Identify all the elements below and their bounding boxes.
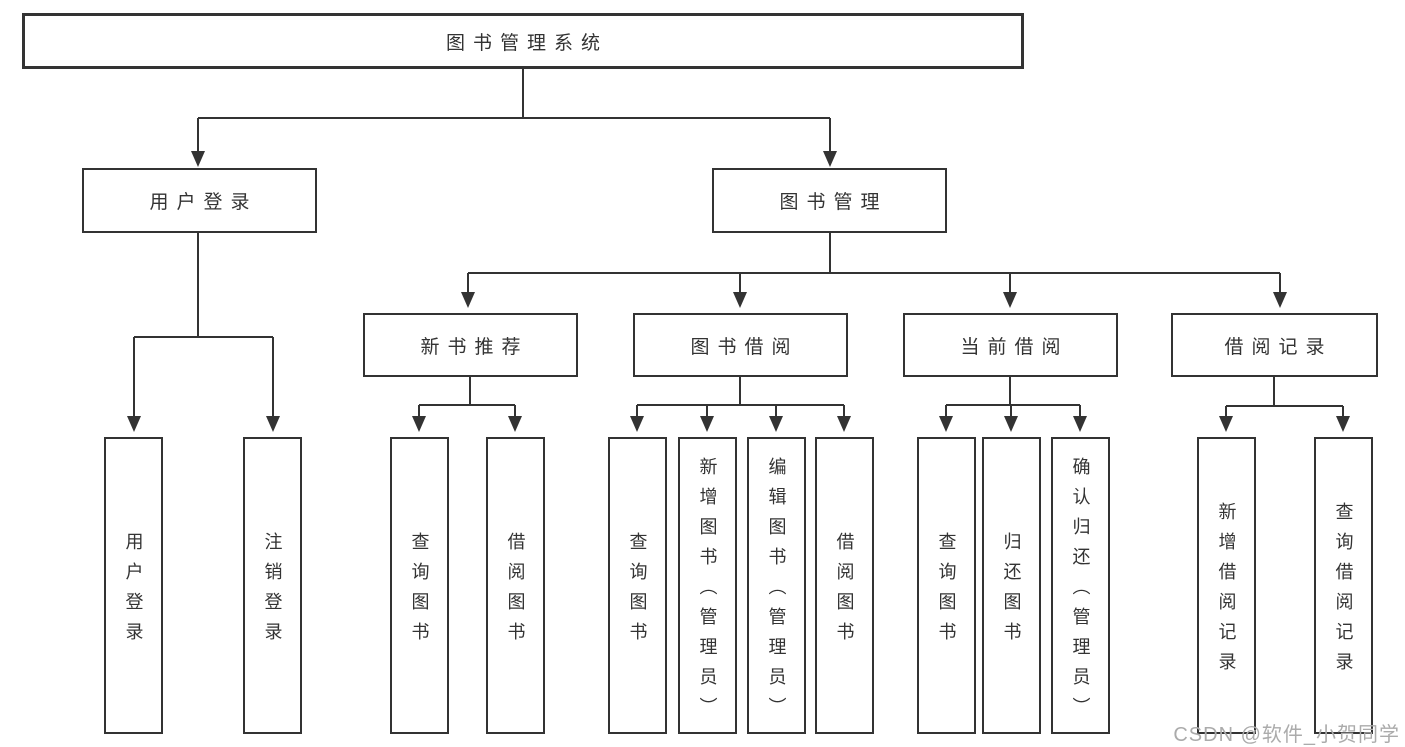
leaf-confirm-return-admin: 确认归还（管理员） [1051, 437, 1110, 734]
node-new-book-recommendation: 新书推荐 [363, 313, 578, 377]
leaf-label: 注销登录 [262, 531, 283, 652]
leaf-return-books: 归还图书 [982, 437, 1041, 734]
watermark: CSDN @软件_小贺同学 [1173, 724, 1400, 746]
leaf-label: 新增图书（管理员） [697, 456, 718, 727]
leaf-borrow-books: 借阅图书 [815, 437, 874, 734]
connector-userlogin-to-leaves [133, 233, 274, 421]
connector-current-to-leaves [945, 377, 1081, 421]
node-label: 图书管理 [779, 192, 888, 213]
node-user-login: 用户登录 [82, 168, 317, 233]
leaf-label: 用户登录 [123, 531, 144, 652]
connector-root-to-level2 [197, 69, 831, 156]
node-label: 用户登录 [149, 192, 258, 213]
node-label: 当前借阅 [960, 336, 1069, 358]
leaf-label: 归还图书 [1001, 531, 1022, 652]
leaf-add-books-admin: 新增图书（管理员） [678, 437, 737, 734]
leaf-query-books-newrec: 查询图书 [390, 437, 449, 734]
connector-borrow-to-leaves [636, 377, 845, 421]
leaf-edit-books-admin: 编辑图书（管理员） [747, 437, 806, 734]
leaf-label: 查询借阅记录 [1333, 501, 1354, 682]
leaf-label: 新增借阅记录 [1216, 501, 1237, 682]
connector-bookmgmt-to-level3 [467, 233, 1281, 297]
leaf-label: 确认归还（管理员） [1070, 456, 1091, 727]
node-library-management-system: 图书管理系统 [22, 13, 1024, 69]
leaf-add-borrow-record: 新增借阅记录 [1197, 437, 1256, 734]
leaf-label: 编辑图书（管理员） [766, 456, 787, 727]
connector-newbook-to-leaves [418, 377, 516, 421]
leaf-query-books-current: 查询图书 [917, 437, 976, 734]
node-current-borrowing: 当前借阅 [903, 313, 1118, 377]
node-book-borrowing: 图书借阅 [633, 313, 848, 377]
leaf-query-borrow-record: 查询借阅记录 [1314, 437, 1373, 734]
leaf-label: 查询图书 [627, 531, 648, 652]
node-label: 新书推荐 [420, 336, 529, 358]
node-label: 借阅记录 [1224, 336, 1333, 358]
leaf-query-books-borrow: 查询图书 [608, 437, 667, 734]
leaf-borrow-books-newrec: 借阅图书 [486, 437, 545, 734]
node-borrowing-records: 借阅记录 [1171, 313, 1378, 377]
leaf-label: 查询图书 [936, 531, 957, 652]
leaf-user-login: 用户登录 [104, 437, 163, 734]
node-book-management: 图书管理 [712, 168, 947, 233]
leaf-logout: 注销登录 [243, 437, 302, 734]
leaf-label: 借阅图书 [834, 531, 855, 652]
connector-records-to-leaves [1225, 377, 1344, 421]
node-label: 图书管理系统 [445, 32, 608, 54]
leaf-label: 查询图书 [409, 531, 430, 652]
node-label: 图书借阅 [690, 336, 799, 358]
leaf-label: 借阅图书 [505, 531, 526, 652]
